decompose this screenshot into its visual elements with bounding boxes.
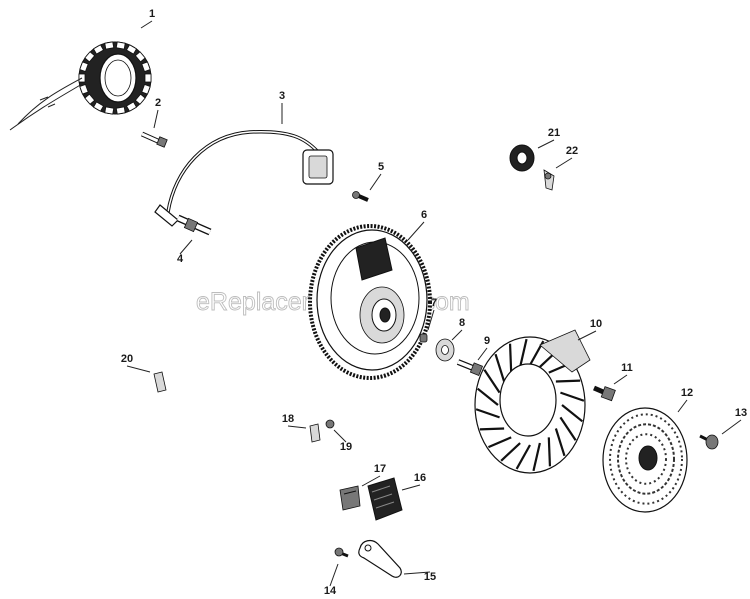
part-clip-20[interactable]	[153, 371, 167, 393]
part-washer[interactable]	[435, 338, 455, 362]
part-clip-18[interactable]	[309, 423, 321, 443]
callout-22: 22	[566, 145, 578, 157]
part-bolt-2[interactable]	[140, 131, 168, 148]
callout-19: 19	[340, 441, 352, 453]
callout-6: 6	[421, 209, 427, 221]
callout-16: 16	[414, 472, 426, 484]
part-stator[interactable]	[9, 41, 152, 131]
callout-17: 17	[374, 463, 386, 475]
callout-13: 13	[735, 407, 747, 419]
part-screw-13[interactable]	[699, 434, 719, 450]
callout-15: 15	[424, 571, 436, 583]
callout-14: 14	[324, 585, 337, 597]
part-ignition-lead[interactable]	[154, 129, 334, 227]
callout-12: 12	[681, 387, 693, 399]
part-cooling-fan[interactable]	[474, 329, 591, 474]
callout-10: 10	[590, 318, 602, 330]
part-rectifier-regulator[interactable]	[367, 477, 403, 521]
callout-18: 18	[282, 413, 294, 425]
part-flywheel[interactable]	[308, 224, 432, 380]
part-bracket[interactable]	[358, 539, 402, 578]
callout-1: 1	[149, 8, 155, 20]
part-key[interactable]	[419, 333, 428, 343]
callout-8: 8	[459, 317, 465, 329]
callout-2: 2	[155, 97, 161, 109]
callout-7: 7	[431, 297, 437, 309]
callout-3: 3	[279, 90, 285, 102]
callout-5: 5	[378, 161, 384, 173]
part-screw-14[interactable]	[334, 547, 349, 558]
callout-21: 21	[548, 127, 560, 139]
part-spark-plug[interactable]	[176, 214, 212, 236]
part-ground-lead[interactable]	[509, 144, 535, 172]
callout-20: 20	[121, 353, 133, 365]
callout-4: 4	[177, 253, 184, 265]
part-terminal[interactable]	[543, 169, 555, 191]
part-bolt-9[interactable]	[456, 359, 484, 377]
part-screw-19[interactable]	[325, 419, 335, 429]
part-screw-5[interactable]	[352, 191, 369, 202]
part-grass-screen[interactable]	[602, 407, 688, 513]
callout-11: 11	[621, 362, 633, 374]
callout-9: 9	[484, 335, 490, 347]
part-connector[interactable]	[339, 485, 361, 511]
part-bolt-11[interactable]	[593, 385, 616, 402]
